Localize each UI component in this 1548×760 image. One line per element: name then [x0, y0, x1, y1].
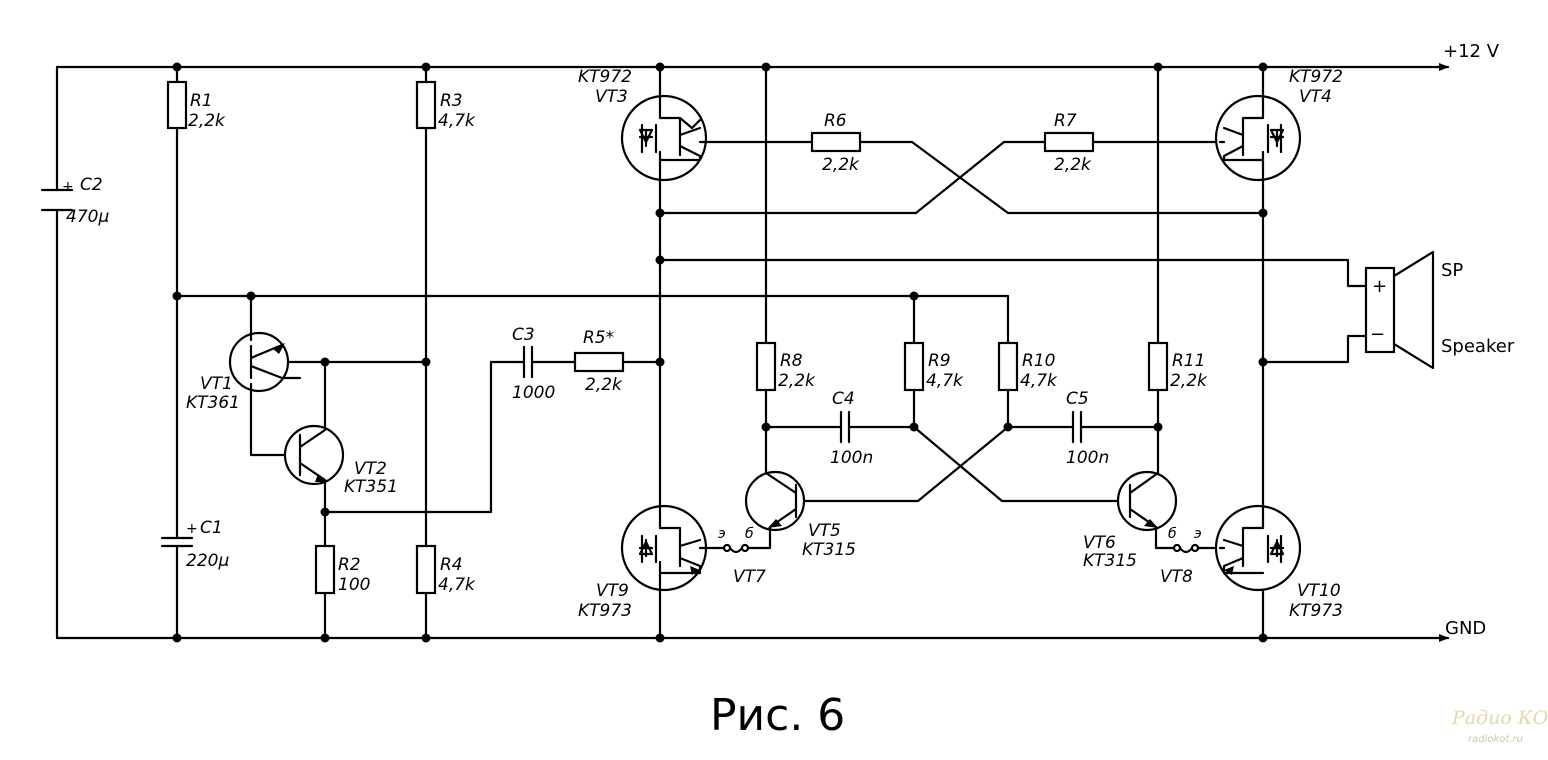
r7-ref: R7 — [1054, 111, 1077, 131]
watermark-text: Радио КОТ — [1451, 707, 1548, 729]
vt6-type: KT315 — [1083, 551, 1137, 571]
jumper-vt7: э б VT7 — [718, 526, 766, 587]
transistor-vt6: VT6 KT315 — [1083, 470, 1178, 571]
vt9-ref: VT9 — [596, 581, 629, 601]
speaker-wire-minus — [1261, 334, 1368, 364]
vt5-type: KT315 — [802, 540, 856, 560]
c1-polarity: + — [186, 521, 198, 537]
r10-ref: R10 — [1022, 351, 1055, 371]
r4-value: 4,7k — [438, 575, 476, 595]
vt8-pin-b: б — [1168, 526, 1177, 542]
vt4-type: KT972 — [1289, 67, 1343, 87]
r11-ref: R11 — [1172, 351, 1205, 371]
bus-bias-line — [175, 294, 1010, 344]
r2-value: 100 — [338, 575, 370, 595]
transistor-vt3: KT972 VT3 — [578, 65, 814, 507]
vt9-type: KT973 — [578, 601, 632, 621]
vt4-ref: VT4 — [1299, 87, 1332, 107]
vt3-type: KT972 — [578, 67, 632, 87]
watermark-site: radiokot.ru — [1468, 734, 1523, 745]
r9-value: 4,7k — [926, 371, 964, 391]
transistor-vt5: VT5 KT315 — [744, 470, 856, 560]
c5-value: 100n — [1066, 448, 1109, 468]
r4-ref: R4 — [440, 555, 463, 575]
resistor-r11: R11 2,2k — [1147, 65, 1208, 475]
r3-ref: R3 — [440, 91, 463, 111]
capacitor-c5: C5 100n — [1006, 389, 1160, 468]
vt7-pin-b: б — [745, 526, 754, 542]
c2-polarity: + — [62, 179, 74, 195]
vt10-ref: VT10 — [1297, 581, 1341, 601]
vt6-ref: VT6 — [1083, 533, 1116, 553]
resistor-r4: R4 4,7k — [415, 544, 476, 640]
gnd-label: GND — [1445, 618, 1486, 639]
c2-ref: C2 — [80, 175, 103, 195]
transistor-vt9: VT9 KT973 — [578, 503, 722, 640]
r7-value: 2,2k — [1054, 155, 1092, 175]
capacitor-c1: + C1 220µ — [160, 518, 229, 640]
vt5-ref: VT5 — [808, 521, 841, 541]
figure-caption: Рис. 6 — [710, 690, 845, 741]
c4-ref: C4 — [832, 389, 855, 409]
resistor-r5: R5* 2,2k — [573, 328, 662, 395]
resistor-r7: R7 2,2k — [658, 111, 1222, 215]
vt10-type: KT973 — [1289, 601, 1343, 621]
vt2-type: KT351 — [344, 477, 398, 497]
transistor-vt1: VT1 KT361 — [186, 294, 428, 457]
speaker-ref: SP — [1441, 260, 1463, 281]
cross-coupling — [794, 425, 1132, 503]
capacitor-c4: C4 100n — [764, 389, 916, 468]
vt1-type: KT361 — [186, 393, 240, 413]
transistor-vt10: VT10 KT973 — [1214, 503, 1343, 621]
speaker-wire-plus — [658, 258, 1368, 288]
r8-ref: R8 — [780, 351, 803, 371]
vt7-ref: VT7 — [733, 567, 766, 587]
c3-ref: C3 — [512, 325, 535, 345]
r5-ref: R5* — [583, 328, 614, 348]
resistor-r2: R2 100 — [314, 360, 520, 640]
vt2-ref: VT2 — [354, 459, 387, 479]
resistor-r6: R6 2,2k — [810, 111, 1265, 215]
resistor-r1: R1 2,2k — [166, 65, 226, 540]
vcc-label: +12 V — [1443, 41, 1500, 62]
vt1-ref: VT1 — [200, 374, 233, 394]
transistor-vt2: VT2 KT351 — [283, 360, 398, 514]
r1-value: 2,2k — [188, 111, 226, 131]
resistor-r3: R3 4,7k — [415, 65, 476, 548]
r3-value: 4,7k — [438, 111, 476, 131]
c2-value: 470µ — [66, 207, 109, 227]
resistor-r9: R9 4,7k — [903, 294, 964, 429]
r6-ref: R6 — [824, 111, 847, 131]
r2-ref: R2 — [338, 555, 361, 575]
jumper-vt8: б э VT8 — [1160, 526, 1222, 587]
vt8-ref: VT8 — [1160, 567, 1193, 587]
r9-ref: R9 — [928, 351, 951, 371]
junction-dots — [172, 62, 1268, 643]
c3-value: 1000 — [512, 383, 555, 403]
c1-ref: C1 — [200, 518, 223, 538]
resistor-r10: R10 4,7k — [997, 341, 1058, 429]
c4-value: 100n — [830, 448, 873, 468]
transistor-vt4: KT972 VT4 — [1214, 65, 1343, 640]
c1-value: 220µ — [186, 551, 229, 571]
r1-ref: R1 — [190, 91, 213, 111]
speaker-name: Speaker — [1441, 336, 1515, 357]
capacitor-c3: C3 1000 — [512, 325, 577, 403]
r11-value: 2,2k — [1170, 371, 1208, 391]
vt3-ref: VT3 — [595, 87, 628, 107]
speaker-sp: + − SP Speaker — [1364, 250, 1515, 370]
speaker-plus: + — [1372, 276, 1387, 297]
c5-ref: C5 — [1066, 389, 1089, 409]
vt8-pin-e: э — [1194, 526, 1202, 542]
r10-value: 4,7k — [1020, 371, 1058, 391]
r8-value: 2,2k — [778, 371, 816, 391]
r6-value: 2,2k — [822, 155, 860, 175]
speaker-minus: − — [1370, 324, 1385, 345]
watermark-logo: Радио КОТ radiokot.ru — [1451, 707, 1548, 745]
capacitor-c2: + C2 470µ — [40, 65, 109, 640]
vt7-pin-e: э — [718, 526, 726, 542]
resistor-r8: R8 2,2k — [755, 65, 816, 475]
r5-value: 2,2k — [585, 375, 623, 395]
